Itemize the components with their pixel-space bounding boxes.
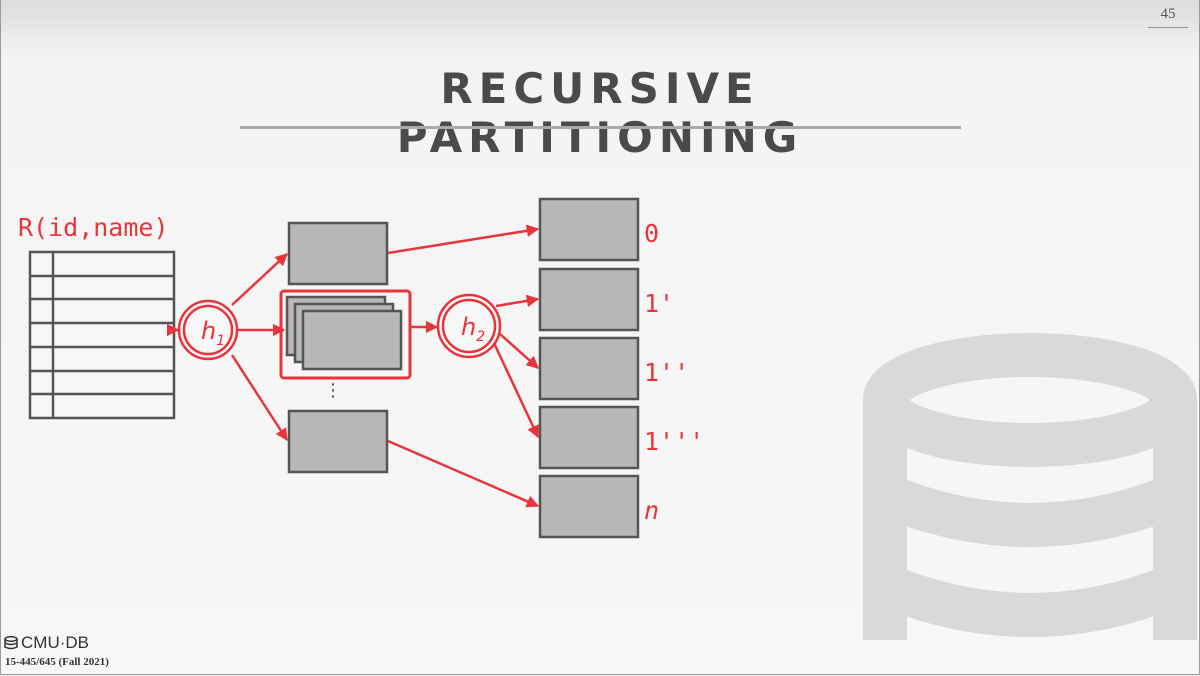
arrow-h1-to-top [231,253,288,306]
vertical-ellipsis: ⋮ [324,380,342,401]
output-label-1p: 1' [644,289,674,318]
svg-text:h1: h1 [201,317,225,349]
partition-box-bottom [287,409,389,474]
relation-table [28,250,176,420]
output-bucket-1p [538,267,640,332]
output-label-0: 0 [644,219,659,248]
h2-subscript: 2 [476,329,485,345]
course-label: 15-445/645 (Fall 2021) [5,656,109,668]
relation-label: R(id,name) [18,213,169,242]
overflow-partition-group [279,289,412,380]
h1-base: h [201,317,216,345]
h2-base: h [461,313,476,341]
arrow-h1-to-bottom [230,354,289,442]
output-buckets [538,197,640,539]
arrows [166,224,540,508]
overflow-page-3 [301,309,403,371]
arrow-h2-to-bucket-1pp [499,333,539,369]
hash-function-h1: h1 [177,299,239,361]
output-bucket-1pp [538,336,640,401]
partition-box-top [287,221,389,286]
arrow-h2-to-bucket-1p [495,294,540,308]
slide-title: RECURSIVE PARTITIONING [396,64,804,162]
h1-subscript: 1 [216,333,225,349]
svg-text:h2: h2 [461,313,485,345]
page-number: 45 [1148,6,1188,28]
output-bucket-1ppp [538,405,640,470]
output-bucket-0 [538,197,640,262]
output-bucket-n [538,474,640,539]
cmu-db-logo: CMU·DB [4,633,89,653]
database-icon [4,636,18,650]
title-underline [240,126,961,129]
output-label-1ppp: 1''' [644,427,704,456]
output-label-1pp: 1'' [644,358,689,387]
arrow-h2-to-bucket-1ppp [492,342,540,439]
output-label-n: n [644,496,659,525]
arrow-top-to-bucket-0 [387,224,540,255]
database-watermark-icon [863,333,1197,640]
logo-text: CMU·DB [21,633,89,652]
hash-function-h2: h2 [436,293,502,359]
arrow-bottom-to-bucket-n [387,439,540,508]
